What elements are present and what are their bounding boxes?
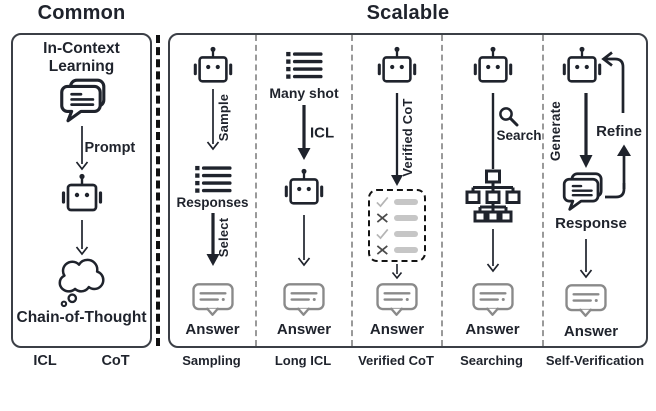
footer-icl-label: ICL	[33, 353, 57, 369]
up-arrow-icon	[605, 144, 631, 199]
sample-arrow: Sample	[170, 89, 255, 151]
icl-arrow: ICL	[257, 105, 351, 161]
down-arrow-icon	[206, 212, 219, 266]
common-footer: ICL CoT	[11, 353, 152, 369]
robot-icon	[190, 45, 236, 89]
search-tree-icon	[464, 169, 522, 223]
scalable-footer: Sampling Long ICL Verified CoT Searching…	[168, 353, 648, 368]
down-arrow-icon	[579, 239, 593, 279]
common-section-title: Common	[37, 2, 126, 24]
footer-searching-label: Searching	[460, 353, 523, 368]
checklist-bar	[393, 215, 418, 221]
down-arrow-icon	[206, 89, 219, 151]
checklist-bar	[393, 247, 418, 253]
answer-label: Answer	[369, 321, 425, 338]
down-arrow-icon	[75, 219, 88, 256]
select-label: Select	[215, 217, 231, 257]
answer-label: Answer	[563, 323, 619, 340]
column-long-icl: Many shot ICL Answer	[257, 35, 353, 346]
chat-bubbles-icon	[55, 77, 109, 125]
cross-icon	[376, 212, 389, 224]
chat-bubbles-icon	[558, 171, 606, 213]
robot-icon	[559, 45, 605, 89]
in-context-learning-label: In-Context Learning	[43, 40, 120, 75]
check-icon	[376, 228, 389, 240]
robot-icon	[470, 45, 516, 89]
responses-label: Responses	[176, 195, 249, 210]
checklist-bar	[393, 199, 418, 205]
chain-of-thought-label: Chain-of-Thought	[16, 308, 147, 326]
connector-line	[491, 93, 494, 169]
verified-cot-arrow: Verified CoT	[353, 93, 441, 187]
checklist-row	[376, 228, 418, 240]
answer-label: Answer	[465, 321, 520, 338]
down-arrow-icon	[75, 125, 88, 171]
column-self-verification: Generate Refine Response Answer	[544, 35, 648, 346]
refine-label: Refine	[596, 123, 642, 140]
robot-icon	[58, 172, 106, 218]
robot-icon	[374, 45, 420, 89]
footer-cot-label: CoT	[101, 353, 130, 369]
common-panel: In-Context Learning Prompt Chain-of-Thou…	[11, 33, 152, 348]
thought-cloud-icon	[53, 258, 111, 308]
check-icon	[376, 196, 389, 208]
answer-bubble-icon	[281, 281, 327, 319]
footer-verified-cot-label: Verified CoT	[358, 353, 434, 368]
checklist-row	[376, 212, 418, 224]
search-icon	[497, 105, 519, 127]
verified-cot-checklist	[368, 189, 426, 262]
answer-bubble-icon	[470, 281, 516, 319]
select-arrow: Select	[170, 212, 255, 267]
column-searching: Search Answer	[443, 35, 544, 346]
search-label: Search	[496, 128, 542, 143]
scalable-section-title: Scalable	[366, 2, 450, 24]
column-sampling: Sample Responses Select Answer	[170, 35, 257, 346]
generate-label-wrap: Generate	[548, 93, 563, 169]
footer-long-icl-label: Long ICL	[274, 353, 332, 368]
many-shot-label: Many shot	[269, 85, 339, 101]
sample-label: Sample	[215, 93, 231, 142]
down-arrow-icon	[391, 93, 403, 186]
down-arrow-icon	[486, 229, 499, 273]
down-arrow-icon	[297, 215, 311, 267]
icl-label: ICL	[310, 124, 335, 142]
list-icon	[194, 165, 232, 195]
section-divider	[156, 35, 160, 346]
answer-bubble-icon	[190, 281, 236, 319]
scalable-panel: Sample Responses Select Answer Many shot	[168, 33, 648, 348]
prompt-label: Prompt	[84, 140, 136, 157]
verified-cot-label: Verified CoT	[400, 98, 415, 177]
hook-left-arrow-icon	[601, 51, 625, 113]
robot-icon	[281, 167, 327, 211]
generate-label: Generate	[548, 100, 563, 162]
footer-self-verification-label: Self-Verification	[545, 353, 645, 368]
checklist-row	[376, 196, 418, 208]
answer-bubble-icon	[374, 281, 420, 319]
search-connector: Search	[443, 93, 542, 169]
answer-label: Answer	[276, 321, 332, 338]
answer-bubble-icon	[563, 282, 609, 320]
down-arrow-icon	[297, 105, 311, 161]
checklist-row	[376, 244, 418, 256]
column-verified-cot: Verified CoT	[353, 35, 443, 346]
response-label: Response	[555, 215, 627, 232]
checklist-bar	[393, 231, 418, 237]
prompt-arrow: Prompt	[13, 125, 150, 171]
footer-sampling-label: Sampling	[182, 353, 241, 368]
down-arrow-icon	[579, 93, 593, 168]
cross-icon	[376, 244, 389, 256]
down-arrow-icon	[391, 264, 403, 280]
list-icon	[285, 51, 323, 81]
answer-label: Answer	[185, 321, 240, 338]
